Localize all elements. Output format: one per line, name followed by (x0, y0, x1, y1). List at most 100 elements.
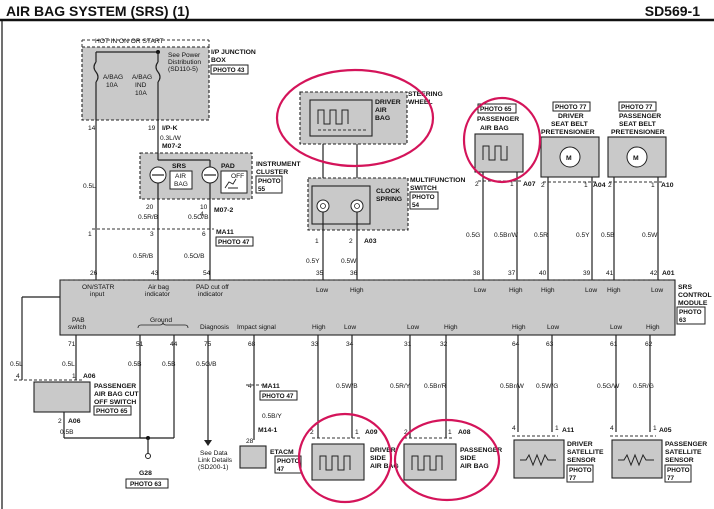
ma11-top-photo-box (215, 236, 254, 247)
psab-name-2: SIDE (460, 455, 476, 462)
etacm-conn: M14-1 (258, 427, 277, 434)
ma11-top-conn: MA11 (216, 229, 234, 236)
wire-05rg: 0.5R/G (633, 383, 654, 390)
wire-05y-top: 0.5Y (306, 258, 320, 265)
mod-pin-32: 32 (440, 341, 448, 348)
passenger-side-airbag: 2 1 A08 PASSENGER SIDE AIR BAG (403, 429, 502, 481)
psab-squib-icon (411, 455, 443, 471)
diag-see-3: (SD200-1) (198, 464, 228, 471)
ma11-top-photo: PHOTO 47 (218, 239, 250, 246)
drv-pret-conn: A04 (593, 182, 606, 189)
wire-05g-top: 0.5G (466, 232, 480, 239)
mod-pin-71: 71 (68, 341, 76, 348)
clock-photo-box (409, 191, 439, 210)
dsab-squib-icon (319, 455, 351, 471)
ground-name: G28 (139, 470, 152, 477)
bot-high-3: High (512, 324, 526, 331)
clock-pin-1: 1 (315, 238, 319, 245)
psat-name-3: SENSOR (665, 457, 694, 464)
pass-pret-photo-box (618, 101, 657, 112)
highlight-passenger-airbag (462, 96, 542, 184)
mod-pin-54: 54 (203, 270, 211, 277)
driver-satellite-sensor: 4 1 A11 DRIVER SATELLITE SENSOR PHOTO 77 (512, 425, 604, 483)
diag-see-2: Link Details (198, 457, 233, 464)
cluster-name-1: INSTRUMENT (256, 161, 301, 168)
mod-pin-31: 31 (404, 341, 412, 348)
psat-name-1: PASSENGER (665, 441, 707, 448)
driver-bag-1: DRIVER (375, 99, 401, 106)
driver-bag-3: BAG (375, 115, 390, 122)
bot-high-1: High (312, 324, 326, 331)
mod-pin-33: 33 (311, 341, 319, 348)
wire-05y-pret: 0.5Y (576, 232, 590, 239)
etacm-name: ETACM (270, 449, 294, 456)
mod-pin-62: 62 (645, 341, 653, 348)
diag-see-1: See Data (200, 450, 228, 457)
dsab-pin-1: 1 (355, 429, 359, 436)
passenger-satellite-sensor: 4 1 A05 PASSENGER SATELLITE SENSOR PHOTO… (610, 425, 707, 483)
fuse2-label-c: 10A (135, 90, 147, 97)
dsat-photo-box (566, 464, 594, 483)
padind-2: indicator (198, 291, 224, 298)
fuse2-label-a: A/BAG (132, 74, 152, 81)
ip-junction-box: HOT IN ON OR START A/BAG 10A A/BAG IND 1… (81, 38, 256, 142)
pass-pret-pin-1: 1 (651, 182, 655, 189)
pab-cutoff-switch: 4 1 A06 PASSENGER AIR BAG CUT OFF SWITCH… (14, 373, 139, 425)
driver-pretensioner: PHOTO 77 DRIVER SEAT BELT PRETENSIONER M… (540, 101, 606, 189)
drv-motor-icon (559, 146, 581, 168)
pab-switch-body (33, 381, 91, 413)
top-low-2: Low (474, 287, 486, 294)
wire-05brw-top: 0.5Br/W (494, 232, 519, 239)
pass-bag-name-1: PASSENGER (477, 116, 519, 123)
pab-1: PAB (72, 317, 85, 324)
pass-pret-pin-2: 2 (608, 182, 612, 189)
dsat-resistor-icon (520, 453, 556, 467)
clock-conn: A03 (364, 238, 377, 245)
steering-label-2: WHEEL (408, 99, 433, 106)
passenger-airbag: PHOTO 65 PASSENGER AIR BAG 2 1 A07 (474, 103, 536, 188)
onstatr-1: ON/STATR (82, 284, 115, 291)
wire-05rb-lower: 0.5R/B (133, 253, 154, 260)
steering-wheel-driver-airbag: DRIVER AIR BAG STEERING WHEEL (299, 91, 443, 145)
pass-bag-conn: A07 (523, 181, 536, 188)
psat-photo-2: 77 (667, 475, 675, 482)
cluster-photo-1: PHOTO (258, 178, 281, 185)
mod-pin-43: 43 (151, 270, 159, 277)
psat-conn: A05 (659, 427, 672, 434)
wire-label-05l: 0.5L (83, 183, 96, 190)
clock-photo-1: PHOTO (412, 194, 435, 201)
airbag-indicator-box (169, 170, 193, 190)
psab-name-1: PASSENGER (460, 447, 502, 454)
dsat-conn: A11 (562, 427, 574, 434)
clock-name-1: CLOCK (376, 188, 400, 195)
clock-spring-coil-icon (316, 199, 330, 213)
srs-label: SRS (172, 163, 186, 170)
drv-pret-photo-box (552, 101, 591, 112)
module-name-3: MODULE (678, 300, 708, 307)
dsat-name-1: DRIVER (567, 441, 593, 448)
top-high-3: High (541, 287, 555, 294)
highlight-passenger-side-airbag (393, 418, 501, 502)
wire-05b-g1: 0.5B (128, 361, 142, 368)
cluster-conn-top: M07-2 (162, 143, 181, 150)
dsab-pin-2: 2 (310, 429, 314, 436)
fuse1-symbol (93, 61, 99, 83)
psat-name-2: SATELLITE (665, 449, 702, 456)
pab-name-3: OFF SWITCH (94, 399, 136, 406)
pass-pret-conn: A10 (661, 182, 674, 189)
cluster-pin-20: 20 (146, 204, 154, 211)
passenger-pretensioner: PHOTO 77 PASSENGER SEAT BELT PRETENSIONE… (607, 101, 674, 189)
etacm-photo-box (274, 455, 302, 474)
psat-pin-4: 4 (610, 425, 614, 432)
top-high-1: High (350, 287, 364, 294)
multifunction-label-2: SWITCH (410, 185, 437, 192)
impact-label: Impact signal (237, 324, 276, 331)
top-low-1: Low (316, 287, 328, 294)
module-photo-1: PHOTO (679, 309, 702, 316)
drv-pret-pin-2: 2 (541, 182, 545, 189)
wire-05ob-upper: 0.5O/B (188, 214, 209, 221)
psab-pin-1: 1 (448, 429, 452, 436)
dsat-photo-2: 77 (569, 475, 577, 482)
pass-bag-pin-2: 2 (475, 181, 479, 188)
psab-conn: A08 (458, 429, 471, 436)
